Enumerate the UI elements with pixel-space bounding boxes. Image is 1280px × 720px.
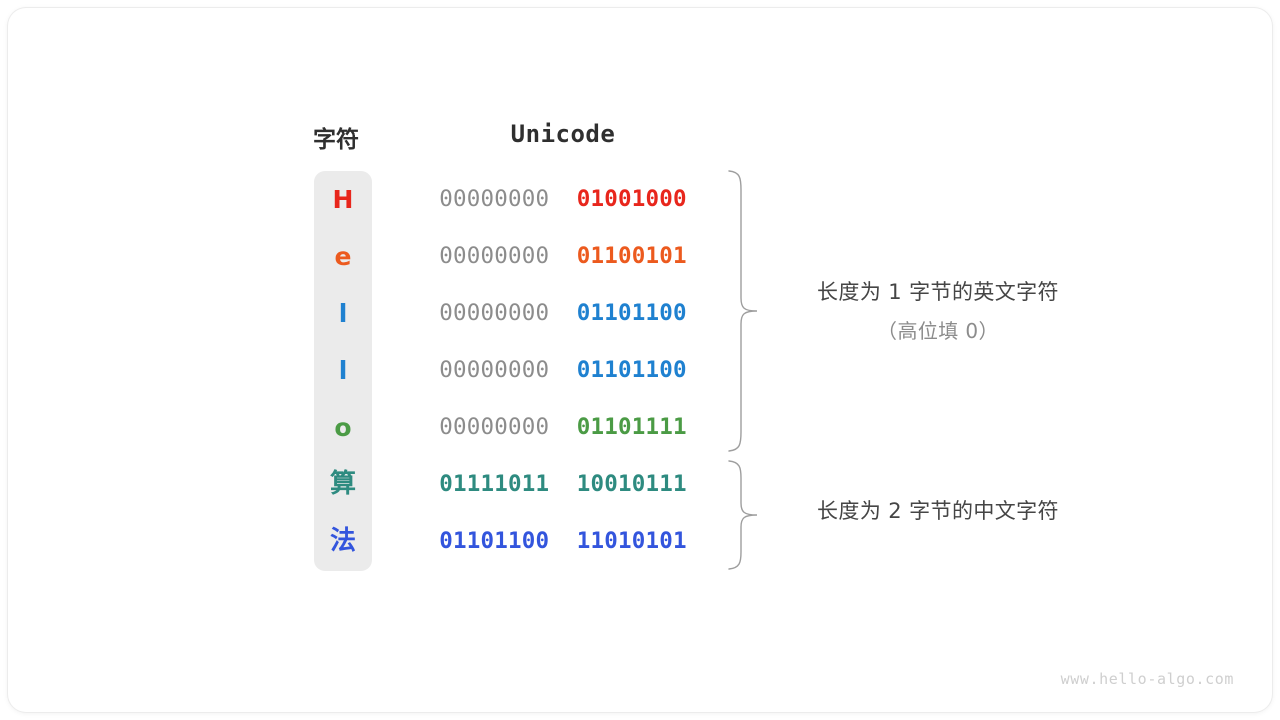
unicode-bits: 01101100 11010101 — [428, 513, 698, 570]
table-row: 法 01101100 11010101 — [8, 513, 1272, 570]
low-byte-bits: 01100101 — [576, 243, 687, 269]
column-header-unicode: Unicode — [510, 120, 616, 148]
low-byte-bits: 01101100 — [576, 357, 687, 383]
bits-gap — [549, 414, 577, 440]
unicode-bits: 00000000 01100101 — [428, 228, 698, 285]
low-byte-bits: 01101100 — [576, 300, 687, 326]
bits-gap — [549, 300, 577, 326]
low-byte-bits: 10010111 — [576, 471, 687, 497]
unicode-bits: 00000000 01001000 — [428, 171, 698, 228]
high-byte-bits: 00000000 — [439, 300, 550, 326]
unicode-bits: 00000000 01101100 — [428, 342, 698, 399]
annotation-one-byte-secondary: （高位填 0） — [877, 319, 999, 343]
column-header-character: 字符 — [313, 127, 359, 153]
high-byte-bits: 00000000 — [439, 243, 550, 269]
watermark: www.hello-algo.com — [1060, 670, 1234, 688]
bits-gap — [549, 357, 577, 383]
unicode-bits: 00000000 01101100 — [428, 285, 698, 342]
low-byte-bits: 01001000 — [576, 186, 687, 212]
character-glyph: H — [332, 185, 354, 214]
character-glyph: l — [338, 356, 348, 385]
bits-gap — [549, 528, 577, 554]
low-byte-bits: 01101111 — [576, 414, 687, 440]
annotation-one-byte-primary: 长度为 1 字节的英文字符 — [817, 280, 1059, 304]
high-byte-bits: 00000000 — [439, 414, 550, 440]
table-row: l 00000000 01101100 — [8, 285, 1272, 342]
brace-one-byte-group — [728, 170, 758, 452]
character-glyph: e — [334, 242, 352, 271]
unicode-bits: 01111011 10010111 — [428, 456, 698, 513]
high-byte-bits: 01101100 — [439, 528, 550, 554]
figure-card: 字符 Unicode H 00000000 01001000 e 0000000… — [8, 8, 1272, 712]
table-row: l 00000000 01101100 — [8, 342, 1272, 399]
bits-gap — [549, 471, 577, 497]
character-glyph: l — [338, 299, 348, 328]
annotation-one-byte: 长度为 1 字节的英文字符 （高位填 0） — [768, 276, 1108, 344]
character-glyph: 法 — [329, 526, 356, 556]
table-row: e 00000000 01100101 — [8, 228, 1272, 285]
table-row: o 00000000 01101111 — [8, 399, 1272, 456]
high-byte-bits: 01111011 — [439, 471, 550, 497]
annotation-two-byte-primary: 长度为 2 字节的中文字符 — [817, 499, 1059, 523]
table-row: H 00000000 01001000 — [8, 171, 1272, 228]
table-row: 算 01111011 10010111 — [8, 456, 1272, 513]
bits-gap — [549, 186, 577, 212]
unicode-bits: 00000000 01101111 — [428, 399, 698, 456]
bits-gap — [549, 243, 577, 269]
annotation-two-byte: 长度为 2 字节的中文字符 — [768, 495, 1108, 525]
character-glyph: 算 — [329, 469, 356, 499]
high-byte-bits: 00000000 — [439, 186, 550, 212]
unicode-encoding-diagram: 字符 Unicode H 00000000 01001000 e 0000000… — [8, 8, 1272, 712]
character-column-strip — [314, 171, 372, 571]
character-glyph: o — [334, 413, 352, 442]
brace-two-byte-group — [728, 460, 758, 570]
low-byte-bits: 11010101 — [576, 528, 687, 554]
high-byte-bits: 00000000 — [439, 357, 550, 383]
